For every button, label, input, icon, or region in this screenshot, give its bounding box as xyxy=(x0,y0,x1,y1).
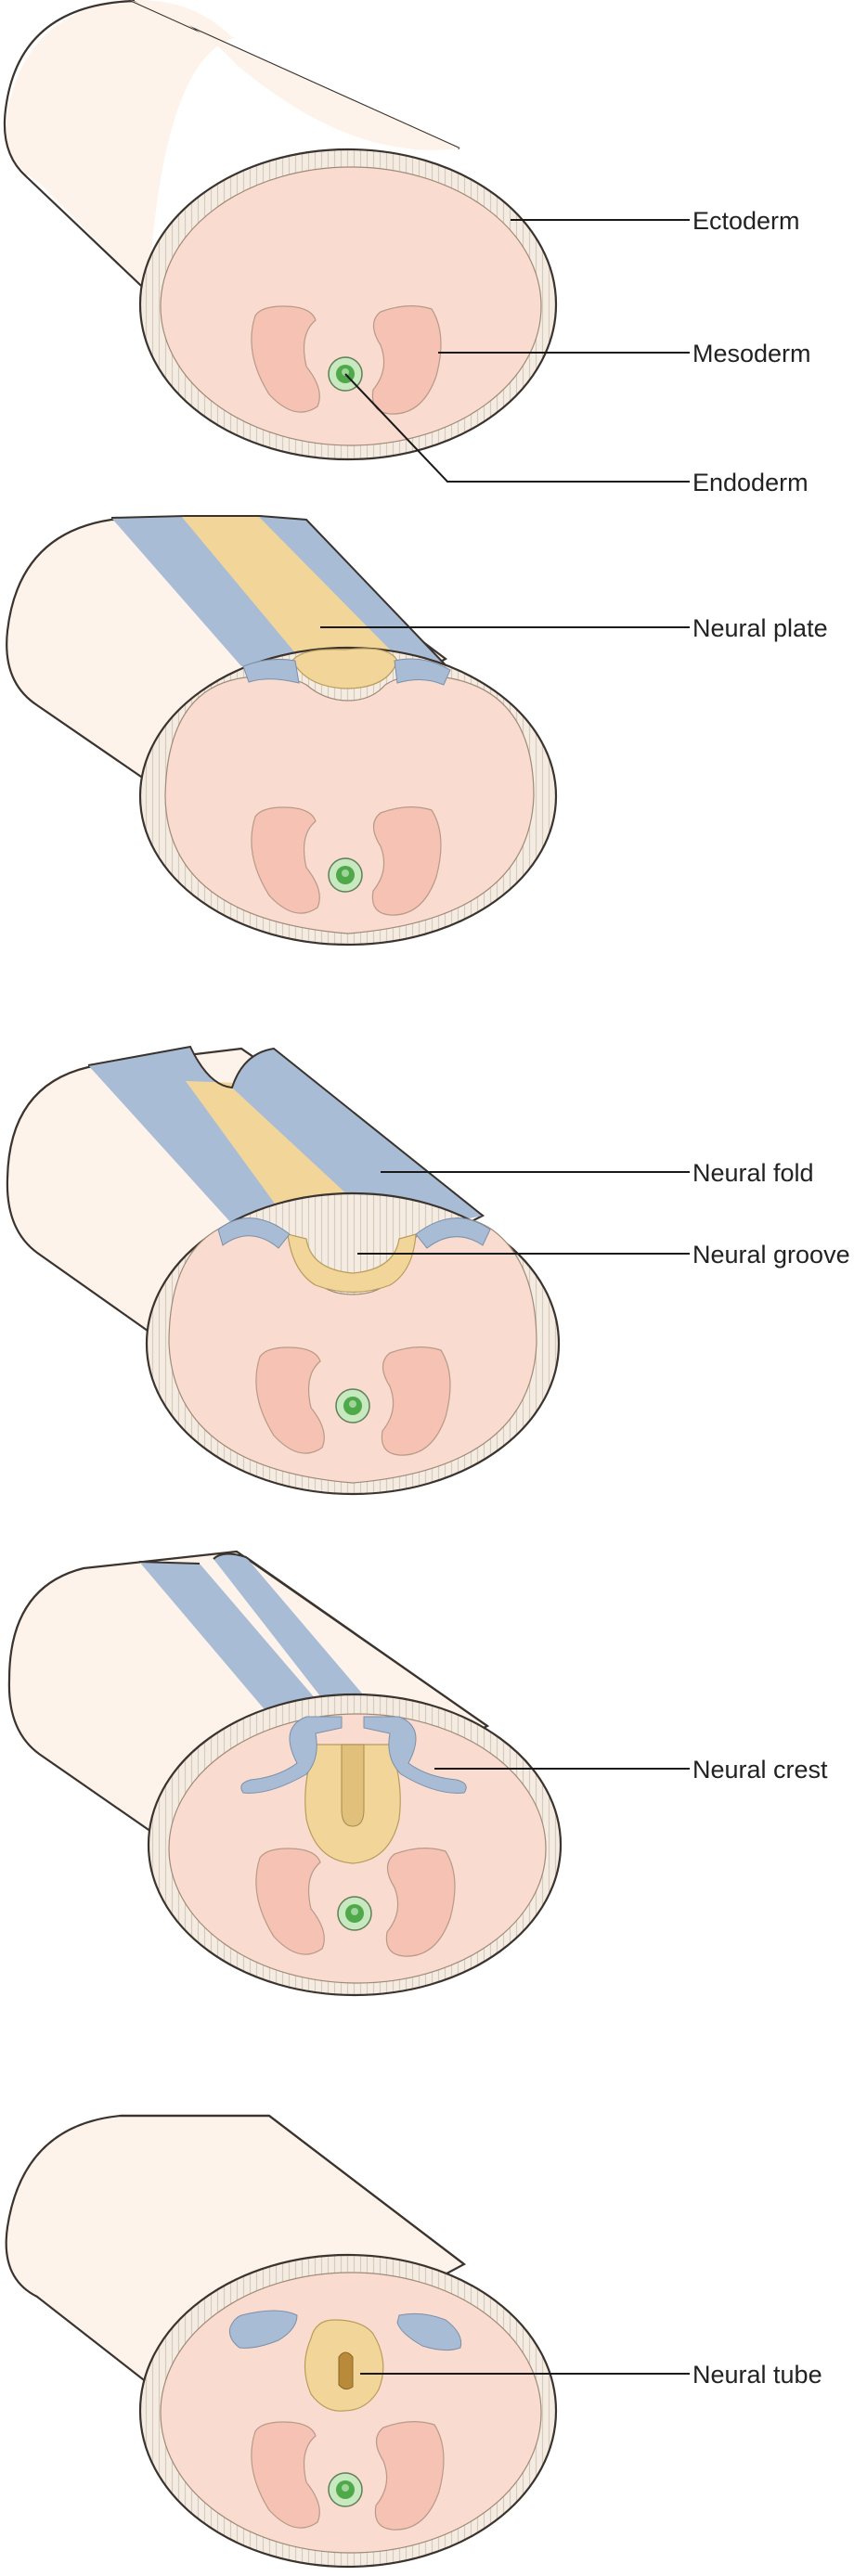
stage-3-neural-groove: Neural fold Neural groove xyxy=(6,1045,850,1496)
stage-2-neural-plate: Neural plate xyxy=(6,515,828,947)
mesoderm-left xyxy=(251,2421,320,2529)
mesoderm-label: Mesoderm xyxy=(692,340,811,367)
neural-fold-band-left xyxy=(139,1562,339,1726)
mesoderm-right xyxy=(371,305,442,415)
ectoderm-label: Ectoderm xyxy=(692,207,800,235)
endoderm-leader-line xyxy=(344,373,690,483)
neural-tube-label: Neural tube xyxy=(692,2361,822,2389)
neural-crest-left xyxy=(229,2310,298,2349)
mesoderm-right xyxy=(381,1346,451,1456)
embryo-cylinder-body xyxy=(6,0,237,292)
embryo-cylinder-body xyxy=(7,1550,490,1867)
neural-fold-band-right xyxy=(232,1049,483,1234)
ectoderm-fold-right xyxy=(394,658,451,686)
neural-groove-label: Neural groove xyxy=(692,1241,850,1269)
neural-plate-band xyxy=(181,516,390,661)
cut-face xyxy=(160,166,542,446)
neural-crest-right xyxy=(363,1716,467,1794)
neural-plate-band-right-fold xyxy=(258,516,450,670)
mesoderm-left xyxy=(251,806,320,914)
ectoderm-fold-left xyxy=(242,659,300,684)
neural-crest-right xyxy=(396,2312,462,2351)
neural-fold-label: Neural fold xyxy=(692,1159,814,1187)
stage-4-neural-crest: Neural crest xyxy=(7,1550,828,1997)
mesoderm-right xyxy=(371,806,442,916)
endoderm-label: Endoderm xyxy=(692,469,809,496)
neural-fold-band-right xyxy=(214,1553,390,1726)
stage-1-trilaminar-disc: Ectoderm Mesoderm Endoderm xyxy=(3,0,811,496)
neural-crest-label: Neural crest xyxy=(692,1756,828,1784)
stage-5-neural-tube: Neural tube xyxy=(5,2114,822,2569)
cut-face xyxy=(164,674,535,934)
mesoderm-left xyxy=(251,305,320,413)
neural-groove-cut xyxy=(287,1233,417,1294)
embryo-cylinder-body xyxy=(5,2114,467,2415)
neural-fold-cut-right xyxy=(415,1217,491,1249)
neural-plate-band-left-fold xyxy=(111,516,306,666)
cut-face xyxy=(160,2272,542,2554)
mesoderm-left xyxy=(255,1848,325,1955)
mesoderm-right xyxy=(385,1848,456,1957)
neural-crest-left xyxy=(240,1716,343,1794)
mesoderm-left xyxy=(255,1346,325,1454)
mesoderm-right xyxy=(374,2421,445,2531)
neural-fold-cut-left xyxy=(217,1217,291,1249)
neural-plate-label: Neural plate xyxy=(692,614,828,642)
